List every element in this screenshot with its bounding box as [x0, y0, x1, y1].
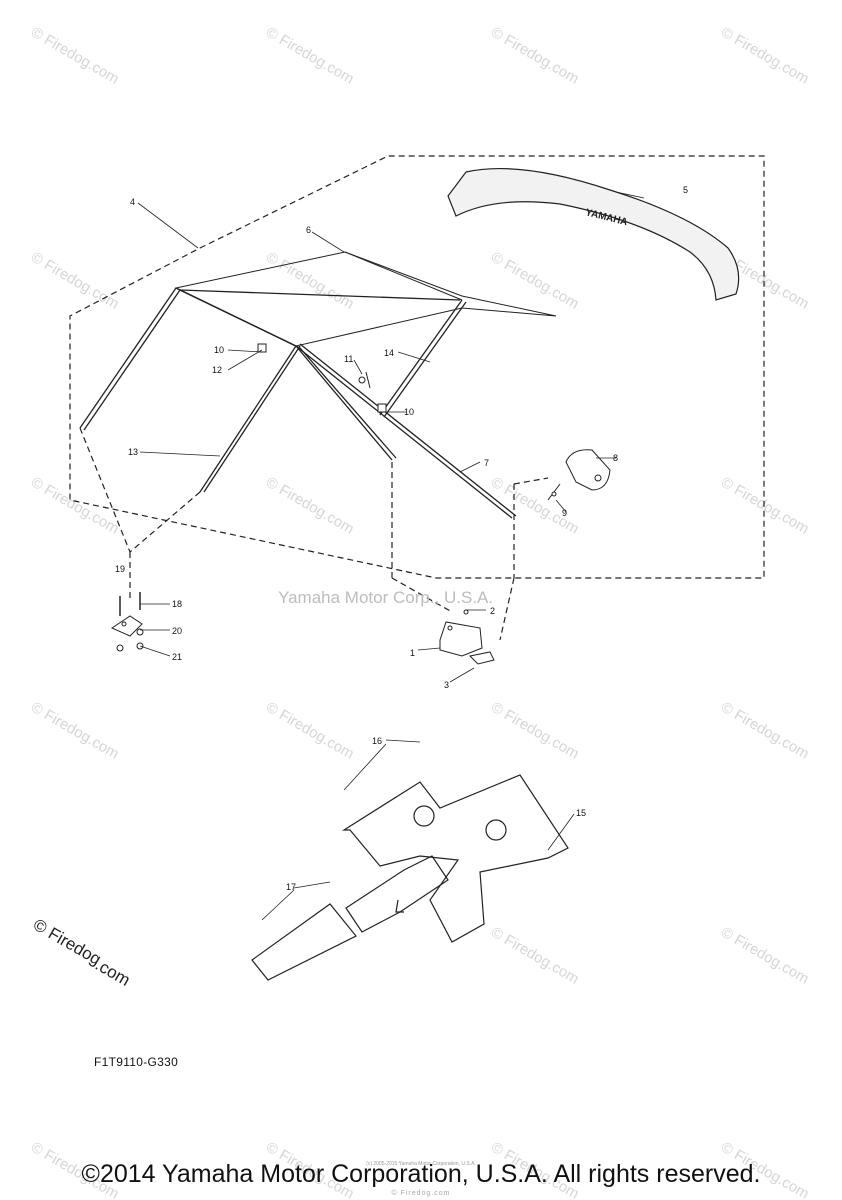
part-label-1: 1: [410, 648, 415, 658]
boot-cover: YAMAHA: [447, 167, 740, 301]
part-label-19: 19: [115, 564, 125, 574]
watermark: © Firedog.com: [488, 249, 582, 313]
floor-mats: [251, 774, 569, 981]
part-label-11: 11: [344, 354, 353, 364]
bottom-watermark-strip: © Firedog.com: [391, 1190, 451, 1197]
watermark: © Firedog.com: [718, 24, 812, 88]
watermark: © Firedog.com: [488, 24, 582, 88]
frame-tubes: [79, 287, 517, 519]
watermark: © Firedog.com: [28, 24, 122, 88]
assembly-outline: [69, 155, 765, 641]
part-label-10b: 10: [404, 407, 414, 417]
copyright: ©2014 Yamaha Motor Corporation, U.S.A. A…: [81, 1160, 761, 1188]
part-label-8: 8: [613, 453, 618, 463]
watermark: © Firedog.com: [263, 699, 357, 763]
part-label-13: 13: [128, 447, 138, 457]
part-label-12: 12: [212, 365, 222, 375]
part-label-14: 14: [384, 348, 394, 358]
leader-lines: [137, 191, 645, 921]
part-label-7: 7: [484, 458, 489, 468]
watermark: © Firedog.com: [718, 699, 812, 763]
watermark: © Firedog.com: [488, 474, 582, 538]
part-label-6: 6: [306, 225, 311, 235]
part-label-9: 9: [562, 508, 567, 518]
part-label-10: 10: [214, 345, 224, 355]
watermark: © Firedog.com: [263, 249, 357, 313]
part-label-20: 20: [172, 626, 182, 636]
watermark: © Firedog.com: [28, 249, 122, 313]
part-label-2: 2: [490, 606, 495, 616]
hardware: [110, 343, 611, 665]
watermark: © Firedog.com: [718, 474, 812, 538]
part-label-17: 17: [286, 882, 296, 892]
drawing-code: F1T9110-G330: [94, 1055, 179, 1069]
part-label-16: 16: [372, 736, 382, 746]
part-label-18: 18: [172, 599, 182, 609]
watermark-grid: © Firedog.com © Firedog.com © Firedog.co…: [28, 24, 812, 1200]
firedog-logo-line1: © Firedog: [30, 915, 104, 969]
watermark: © Firedog.com: [718, 924, 812, 988]
part-label-3: 3: [444, 680, 449, 690]
watermark: © Firedog.com: [488, 699, 582, 763]
part-label-4: 4: [130, 197, 135, 207]
center-watermark: Yamaha Motor Corp., U.S.A.: [278, 588, 493, 607]
part-label-15: 15: [576, 808, 586, 818]
watermark: © Firedog.com: [263, 474, 357, 538]
watermark: © Firedog.com: [263, 24, 357, 88]
watermark: © Firedog.com: [28, 474, 122, 538]
part-label-5: 5: [683, 185, 688, 195]
firedog-logo: © Firedog .com: [30, 915, 133, 990]
watermark: © Firedog.com: [28, 699, 122, 763]
tiny-copyright-note: (c) 2005-2015 Yamaha Motor Corporation, …: [366, 1161, 476, 1167]
watermark: © Firedog.com: [488, 924, 582, 988]
part-labels: 1 2 3 4 5 6 7 8 9 10 10 11 12 13 14 15 1…: [115, 185, 688, 892]
firedog-logo-line2: .com: [92, 955, 133, 990]
part-label-21: 21: [172, 652, 182, 662]
